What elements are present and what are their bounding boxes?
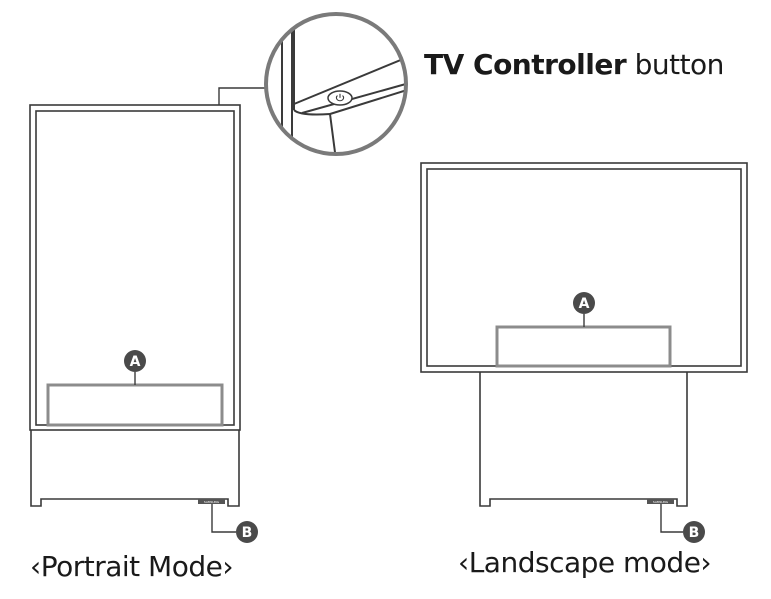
- portrait-logo-plate: [198, 499, 225, 504]
- landscape-marker-b: [683, 521, 705, 543]
- callout-magnifier: [264, 12, 408, 156]
- callout-leader-line: [218, 87, 268, 105]
- landscape-stand: [479, 372, 688, 507]
- landscape-mode-caption: ‹Landscape mode›: [458, 546, 712, 579]
- landscape-marker-a: [573, 292, 595, 314]
- landscape-logo-plate: [647, 499, 674, 504]
- portrait-marker-a: [124, 350, 146, 372]
- portrait-marker-b-label: B: [242, 525, 253, 541]
- portrait-marker-a-label: A: [130, 354, 141, 370]
- tv-controller-label: TV Controller button: [424, 48, 724, 81]
- portrait-mode-caption: ‹Portrait Mode›: [30, 550, 234, 583]
- landscape-tv: A SAMSUNG B: [420, 162, 748, 543]
- magnifier-ring: [264, 12, 408, 156]
- power-icon: [335, 93, 345, 102]
- tv-controller-label-rest: button: [626, 48, 725, 81]
- landscape-logo-text: SAMSUNG: [653, 500, 669, 504]
- portrait-logo-text: SAMSUNG: [204, 500, 220, 504]
- landscape-marker-a-label: A: [579, 296, 590, 312]
- portrait-stand: [30, 430, 240, 507]
- landscape-marker-b-label: B: [689, 525, 700, 541]
- portrait-tv: A SAMSUNG B: [29, 87, 268, 543]
- tv-controller-button: [327, 90, 353, 106]
- tv-controller-label-bold: TV Controller: [424, 48, 627, 81]
- landscape-frame: [420, 162, 748, 373]
- portrait-marker-b: [236, 521, 258, 543]
